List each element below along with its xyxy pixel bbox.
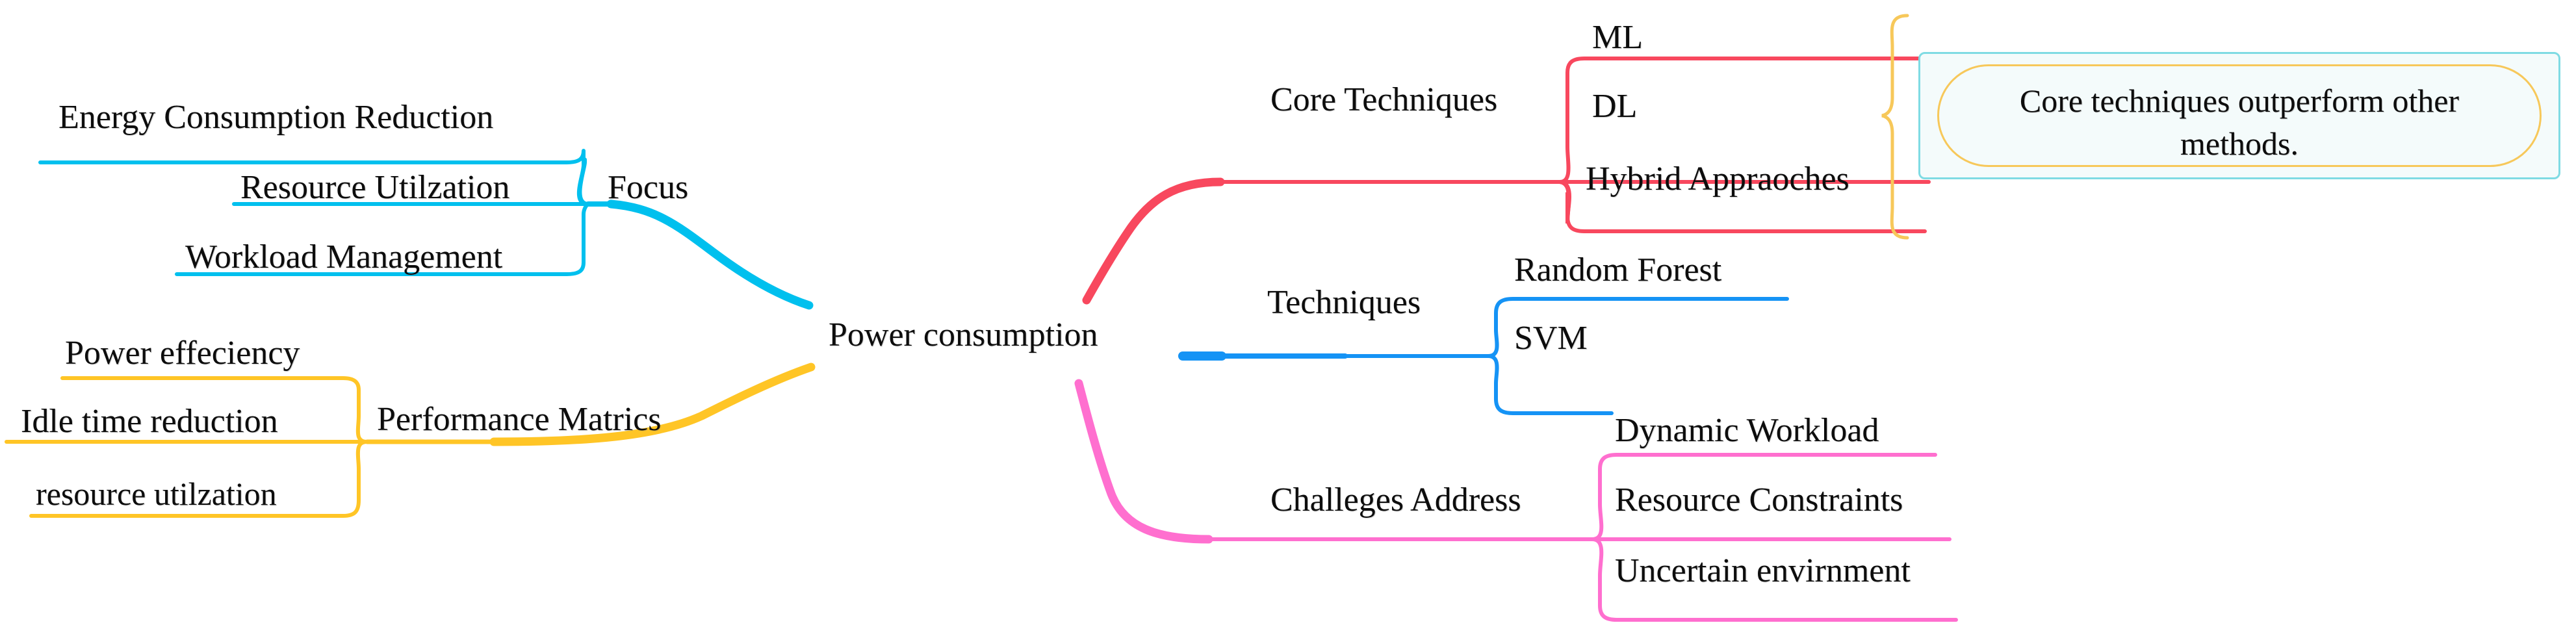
leaf-idle-time-reduction[interactable]: Idle time reduction: [21, 403, 278, 440]
branch-label-techniques[interactable]: Techniques: [1267, 284, 1421, 321]
callout-text-line-1: Core techniques outperform other: [2019, 83, 2460, 119]
leaf-energy-consumption-reduction[interactable]: Energy Consumption Reduction: [58, 99, 494, 136]
leaf-resource-utilzation[interactable]: Resource Utilzation: [240, 169, 510, 206]
leaf-workload-management[interactable]: Workload Management: [185, 238, 503, 275]
leaf-ml[interactable]: ML: [1592, 19, 1643, 56]
leaf-hybrid-appraoches[interactable]: Hybrid Appraoches: [1586, 160, 1849, 198]
callout-brace: [1881, 14, 1909, 240]
leaf-resource-constraints[interactable]: Resource Constraints: [1615, 481, 1903, 518]
leaf-uncertain-envirnment[interactable]: Uncertain envirnment: [1615, 552, 1911, 589]
root-node-power-consumption[interactable]: Power consumption: [829, 316, 1098, 353]
branch-label-focus[interactable]: Focus: [608, 169, 689, 206]
leaf-random-forest[interactable]: Random Forest: [1514, 251, 1722, 288]
leaf-dynamic-workload[interactable]: Dynamic Workload: [1615, 412, 1879, 449]
branch-label-core-techniques[interactable]: Core Techniques: [1270, 81, 1498, 118]
leaf-resource-utilzation-lower[interactable]: resource utilzation: [36, 476, 277, 512]
callout-box[interactable]: [1918, 52, 2560, 179]
callout-text-line-2: methods.: [2180, 125, 2299, 162]
callout-inner-border: [1937, 64, 2542, 167]
branch-label-challenges-address[interactable]: Challeges Address: [1270, 481, 1521, 518]
leaf-svm[interactable]: SVM: [1514, 320, 1588, 357]
branch-label-performance-matrics[interactable]: Performance Matrics: [377, 401, 662, 438]
leaf-dl[interactable]: DL: [1592, 88, 1638, 125]
leaf-power-effeciency[interactable]: Power effeciency: [65, 335, 300, 372]
